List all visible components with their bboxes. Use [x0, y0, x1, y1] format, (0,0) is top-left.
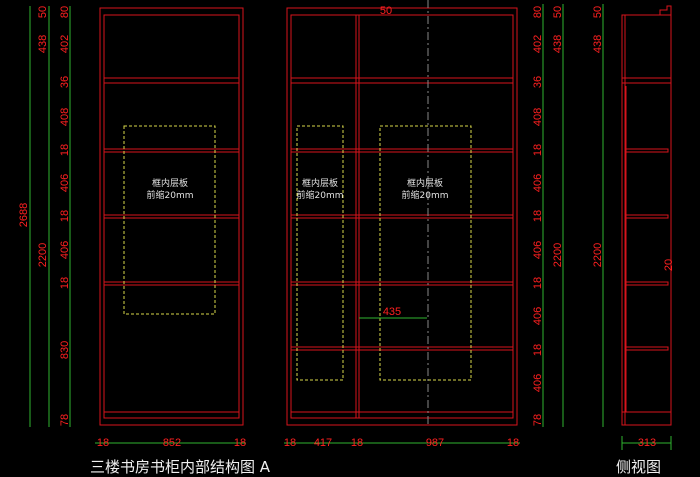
dimension-lines [29, 4, 604, 444]
dimension-label: 408 [59, 108, 71, 126]
dimension-label: 406 [532, 174, 544, 192]
dimension-label: 18 [284, 437, 296, 449]
dimension-label: 80 [532, 6, 544, 18]
dimension-label: 830 [59, 341, 71, 359]
dimension-label: 2200 [552, 243, 564, 267]
dimension-label: 406 [59, 174, 71, 192]
dimension-label: 18 [532, 144, 544, 156]
dimension-label: 18 [532, 277, 544, 289]
dimension-label: 18 [351, 437, 363, 449]
dimension-label: 18 [532, 344, 544, 356]
side-view-title: 侧视图 [616, 458, 661, 476]
mid-top-dimension: 50 [380, 5, 392, 17]
dimension-label: 78 [532, 414, 544, 426]
dimension-label: 417 [314, 437, 332, 449]
shelf-note-line1: 框内层板 [302, 177, 338, 189]
dimension-label: 406 [532, 374, 544, 392]
dimension-label: 18 [59, 144, 71, 156]
dimension-label: 406 [59, 241, 71, 259]
dimension-label: 18 [234, 437, 246, 449]
left-vertical-dimensions: 80 402 36 408 18 406 18 406 18 830 78 50 438 2200 2688 [18, 6, 71, 426]
dimension-label: 36 [59, 76, 71, 88]
dimension-label: 80 [59, 6, 71, 18]
dimension-label: 2688 [18, 203, 30, 227]
dimension-label: 852 [163, 437, 181, 449]
dimension-label: 18 [59, 277, 71, 289]
shelf-note-line2: 前缩20mm [147, 189, 194, 201]
right-vertical-dimensions: 80 402 36 408 18 406 18 406 18 406 18 406 78 50 438 220… [532, 6, 604, 426]
left-cabinet-front [99, 7, 244, 426]
dimension-label: 50 [592, 6, 604, 18]
bottom-dimensions: 18 852 18 18 417 18 987 18 [97, 437, 519, 449]
dimension-label: 402 [59, 35, 71, 53]
shelf-note-line1: 框内层板 [407, 177, 443, 189]
dimension-label: 408 [532, 108, 544, 126]
inner-dimension: 435 [383, 306, 401, 318]
dimension-label: 18 [97, 437, 109, 449]
dimension-label: 406 [532, 241, 544, 259]
dimension-label: 406 [532, 307, 544, 325]
dimension-label: 50 [552, 6, 564, 18]
side-depth-dimension: 313 [638, 437, 656, 449]
dimension-label: 438 [552, 35, 564, 53]
dimension-label: 18 [507, 437, 519, 449]
dimension-label: 78 [59, 414, 71, 426]
middle-cabinet-front [286, 0, 518, 426]
dimension-label: 438 [37, 35, 49, 53]
dimension-label: 438 [592, 35, 604, 53]
dimension-label: 987 [426, 437, 444, 449]
dimension-label: 2200 [37, 243, 49, 267]
shelf-note-line2: 前缩20mm [402, 189, 449, 201]
dimension-label: 402 [532, 35, 544, 53]
side-view [621, 5, 672, 450]
side-offset-dimension: 20 [663, 259, 675, 271]
shelf-note-line1: 框内层板 [152, 177, 188, 189]
dimension-label: 36 [532, 76, 544, 88]
dimension-label: 2200 [592, 243, 604, 267]
shelf-note-line2: 前缩20mm [297, 189, 344, 201]
dimension-label: 50 [37, 6, 49, 18]
dimension-label: 18 [532, 210, 544, 222]
dimension-label: 18 [59, 210, 71, 222]
drawing-title: 三楼书房书柜内部结构图 A [90, 458, 271, 476]
